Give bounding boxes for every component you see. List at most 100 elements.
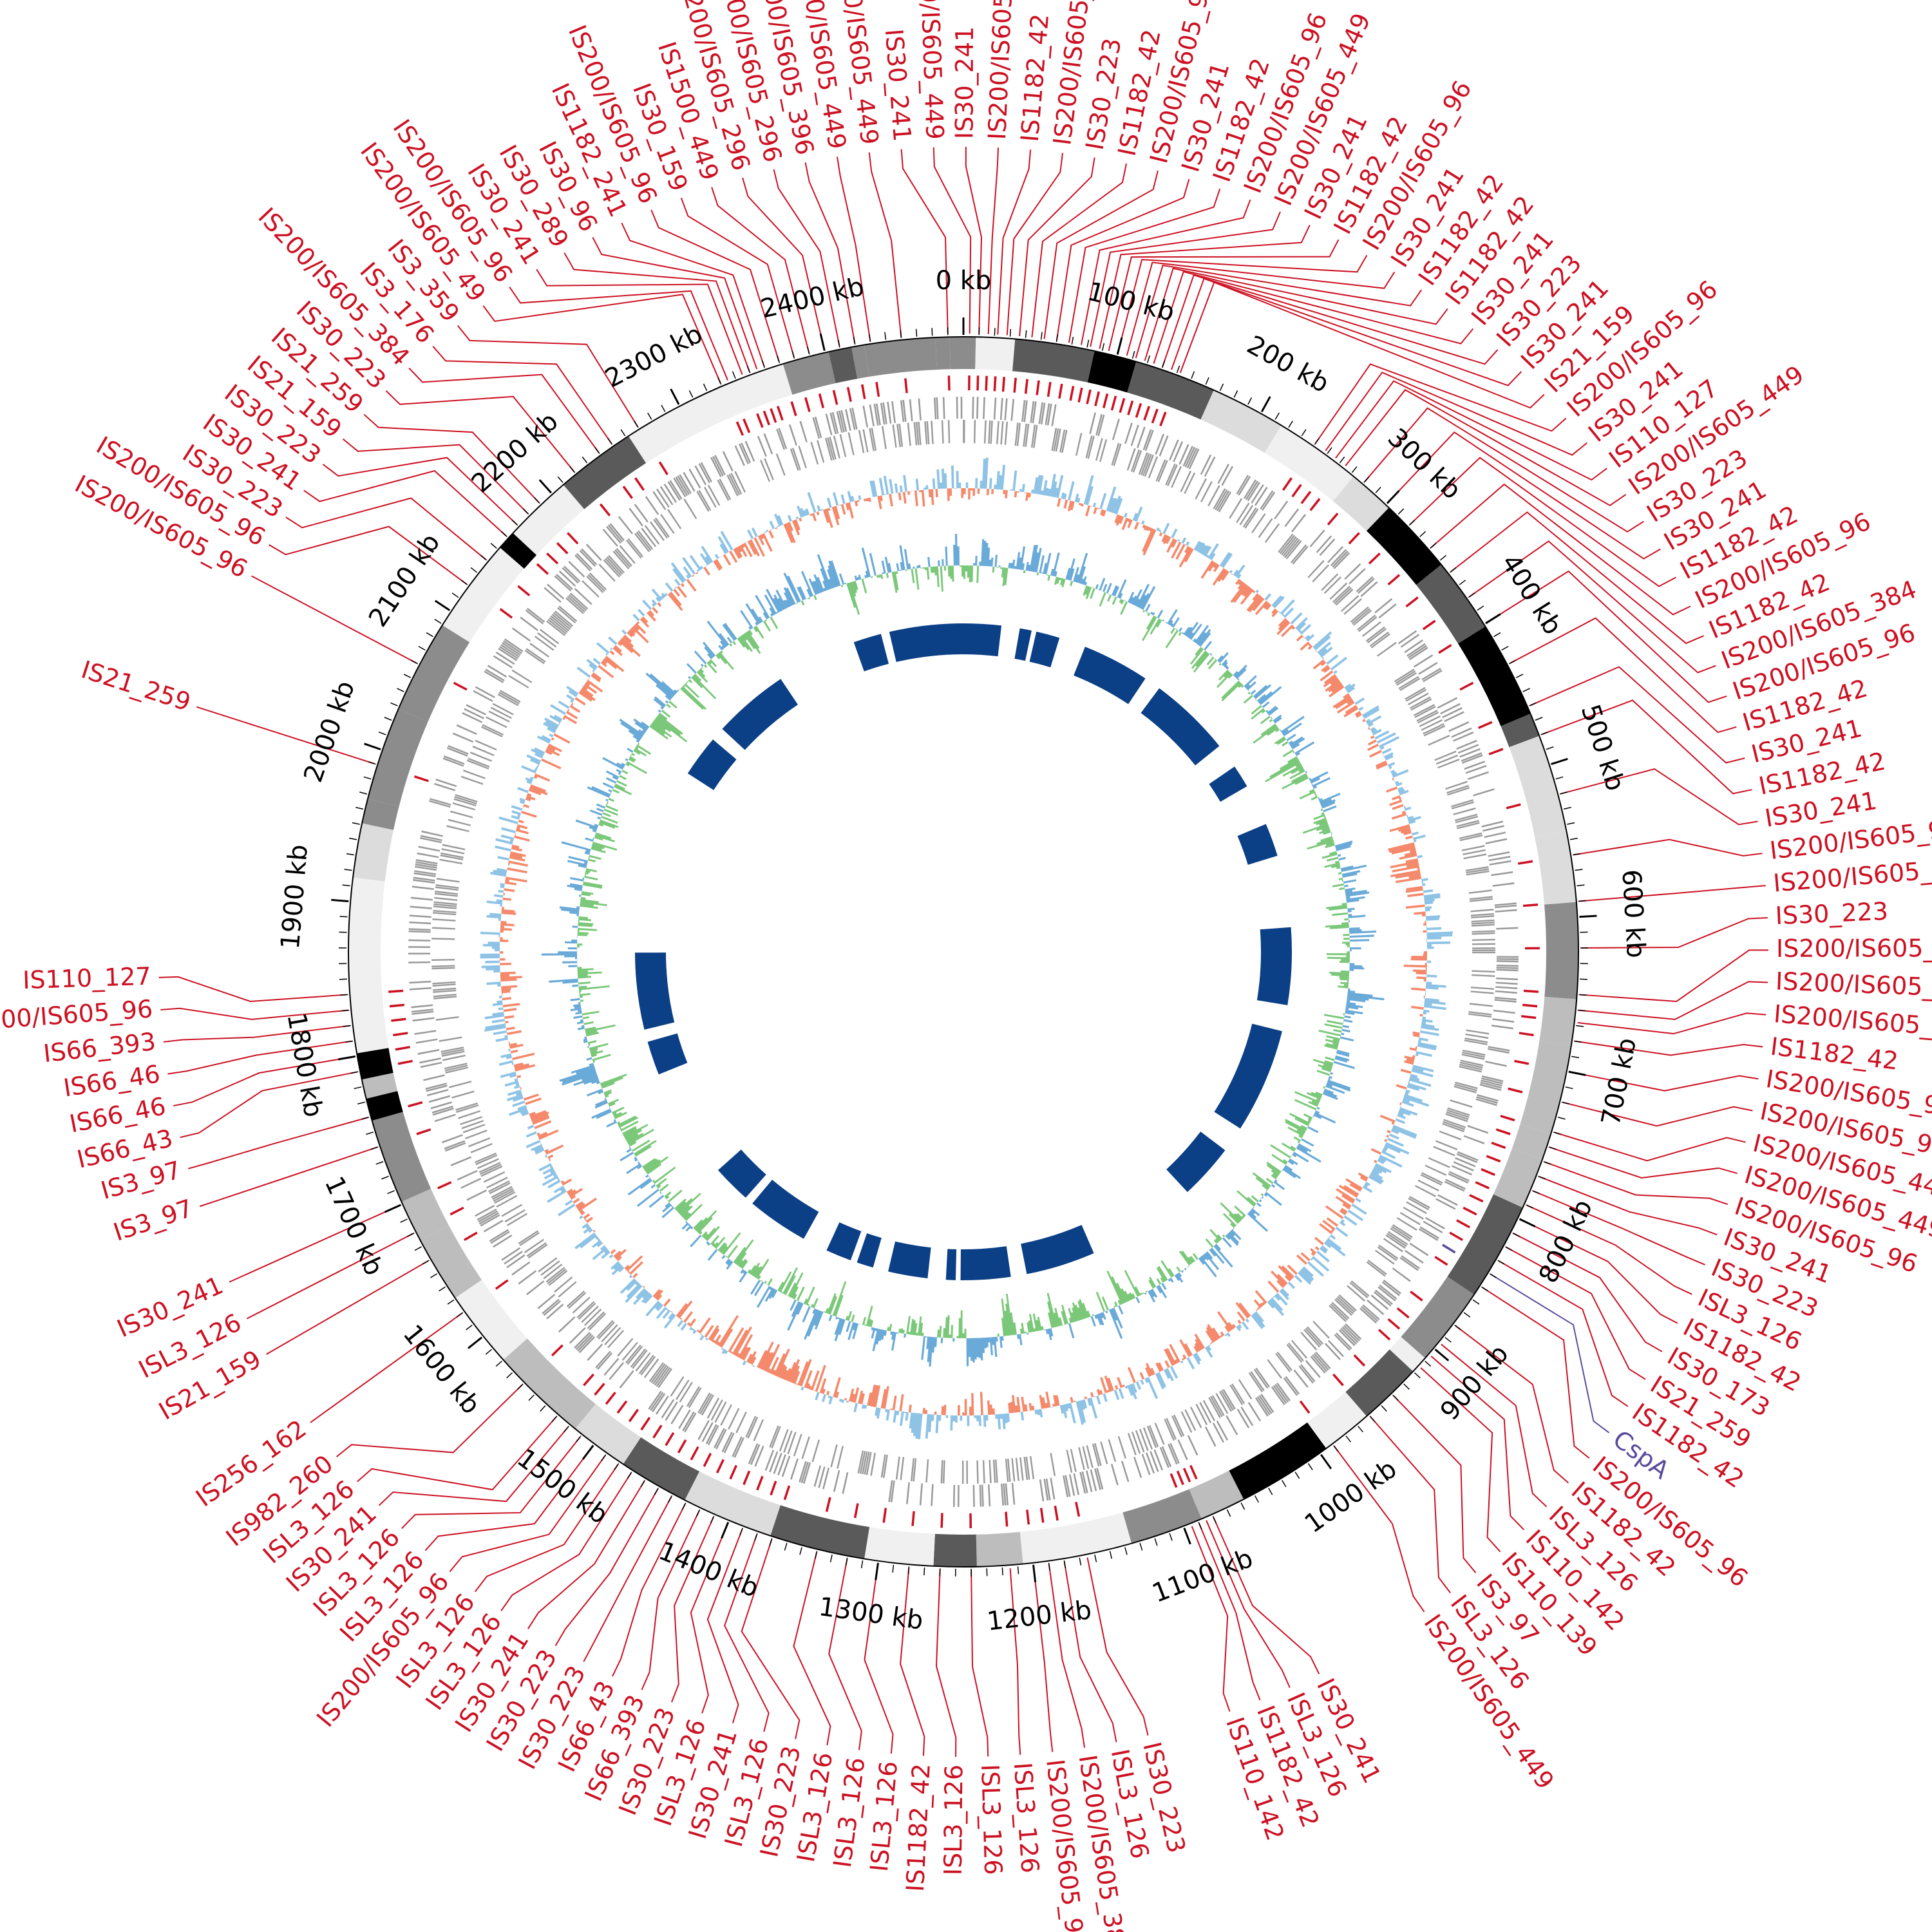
tick-mark xyxy=(1132,350,1135,359)
gene xyxy=(501,1204,523,1217)
gene xyxy=(477,1158,499,1170)
is-element-label[interactable]: IS1182_42 xyxy=(901,1763,936,1892)
gene xyxy=(882,402,887,424)
gene xyxy=(1212,1422,1224,1443)
is-element-label[interactable]: IS200/IS605_449 xyxy=(913,0,949,140)
tick-mark xyxy=(569,466,576,473)
gene xyxy=(614,549,631,568)
is-element-mark xyxy=(1151,408,1159,424)
is-element-label[interactable]: IS30_223 xyxy=(1775,897,1889,930)
tick-mark xyxy=(647,412,652,420)
gene xyxy=(972,397,974,419)
gene xyxy=(842,1472,849,1494)
gene xyxy=(460,775,484,785)
gene xyxy=(1450,1099,1473,1108)
leader-line xyxy=(935,1569,957,1757)
gene xyxy=(1040,402,1046,425)
gene xyxy=(1485,1061,1507,1067)
tick-mark xyxy=(1575,869,1583,871)
tick-mark xyxy=(1463,1312,1471,1318)
tick-mark xyxy=(1386,489,1400,504)
gene xyxy=(1292,545,1309,565)
is-element-mark xyxy=(770,408,777,423)
is-element-label[interactable]: IS200/IS605_96 xyxy=(1776,934,1932,963)
is-element-label[interactable]: IS110_127 xyxy=(23,962,152,994)
gene xyxy=(1262,491,1276,511)
gene xyxy=(489,1182,511,1195)
tick-mark xyxy=(681,1502,687,1510)
gene xyxy=(738,443,750,464)
gene xyxy=(413,870,437,875)
gene xyxy=(435,884,459,889)
gene xyxy=(1316,535,1332,553)
gene xyxy=(442,844,466,851)
gene xyxy=(544,587,562,603)
gene xyxy=(694,465,707,486)
gene xyxy=(498,692,520,705)
gene xyxy=(1096,1468,1104,1490)
gene xyxy=(992,1459,996,1483)
is-element-label[interactable]: IS200/IS605_96 xyxy=(1775,967,1932,1002)
is-element-mark xyxy=(1170,1473,1178,1488)
gene xyxy=(1481,1077,1503,1084)
ideogram-band xyxy=(782,352,836,395)
gene xyxy=(1217,464,1229,484)
tick-mark xyxy=(654,1488,659,1495)
gene xyxy=(413,879,435,884)
gene xyxy=(487,665,507,678)
is-element-label[interactable]: IS1182_42 xyxy=(1016,13,1054,143)
gene xyxy=(1332,551,1349,568)
gene xyxy=(1435,1198,1456,1210)
is-element-label[interactable]: IS21_259 xyxy=(78,655,194,716)
gene xyxy=(1453,1161,1474,1171)
gene xyxy=(1305,1359,1321,1378)
gene xyxy=(448,744,469,755)
gene xyxy=(1492,882,1515,887)
gene xyxy=(408,939,431,942)
leader-line xyxy=(793,1552,831,1746)
is-element-label[interactable]: IS3_97 xyxy=(110,1194,196,1247)
gene xyxy=(1423,1220,1443,1234)
is-element-label[interactable]: IS30_241 xyxy=(950,26,979,139)
leader-line xyxy=(474,1464,619,1593)
gene xyxy=(1188,448,1200,469)
gene xyxy=(482,724,504,735)
gene xyxy=(895,1456,900,1480)
gene xyxy=(1472,932,1495,935)
is-element-label[interactable]: IS200/IS605_96 xyxy=(983,0,1019,140)
leader-line xyxy=(500,1472,632,1611)
is-element-label[interactable]: ISL3_126 xyxy=(1009,1761,1045,1874)
ideogram-band xyxy=(1307,1392,1367,1449)
tick-mark xyxy=(791,350,795,359)
tick-mark xyxy=(620,429,626,437)
gene xyxy=(478,1162,501,1173)
tick-mark xyxy=(1497,1260,1505,1265)
is-element-label[interactable]: ISL3_126 xyxy=(976,1764,1007,1875)
is-element-mark xyxy=(1299,1400,1311,1414)
gene xyxy=(905,1482,910,1504)
gene xyxy=(1481,1075,1504,1083)
gene xyxy=(873,403,879,426)
gene xyxy=(494,1191,516,1204)
tick-mark xyxy=(829,1554,833,1562)
gene xyxy=(579,549,596,567)
is-element-label[interactable]: IS30_241 xyxy=(880,28,916,142)
gene xyxy=(1264,523,1280,543)
synteny-block xyxy=(963,623,1002,657)
gene xyxy=(568,594,587,611)
gene xyxy=(491,1186,513,1198)
gene xyxy=(1470,990,1494,994)
gene xyxy=(831,412,839,434)
tick-mark xyxy=(1577,1009,1586,1012)
gene xyxy=(1417,711,1439,724)
gene xyxy=(663,484,677,504)
gene xyxy=(1379,1284,1397,1300)
is-element-label[interactable]: ISL3_126 xyxy=(865,1760,903,1873)
tick-mark xyxy=(1568,1070,1586,1076)
gene xyxy=(427,1088,449,1097)
tick-mark xyxy=(640,1480,646,1488)
is-element-label[interactable]: ISL3_126 xyxy=(939,1765,969,1876)
is-element-mark xyxy=(594,1383,605,1396)
gene xyxy=(1423,669,1443,683)
synteny-block xyxy=(945,1249,957,1280)
